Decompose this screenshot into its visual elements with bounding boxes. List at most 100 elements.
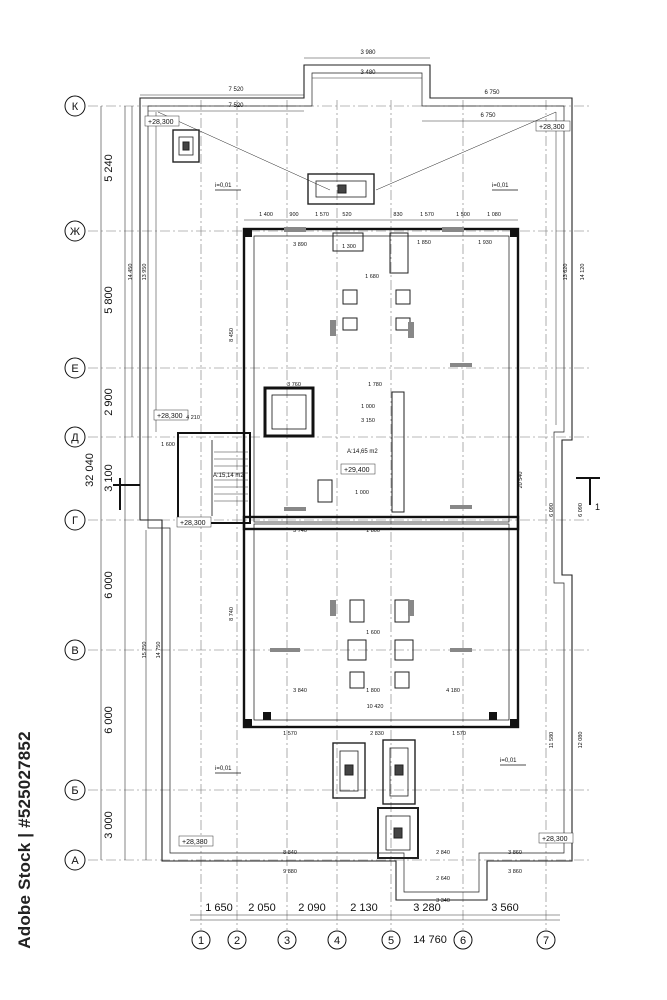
stock-id-text: Adobe Stock | #525027852 bbox=[15, 731, 34, 949]
side-dimension: 11 580 bbox=[549, 732, 555, 748]
slope-label: i=0,01 bbox=[215, 766, 232, 772]
section-cut-marks bbox=[113, 477, 600, 510]
drain-bottom-chimney bbox=[377, 807, 419, 859]
column-axis-label: 2 bbox=[234, 935, 240, 947]
outer-parapet bbox=[139, 64, 573, 901]
elevation-box bbox=[535, 120, 571, 132]
side-dimension: 6 090 bbox=[578, 503, 584, 517]
top-dimension: 3 980 bbox=[360, 50, 376, 56]
row-axis-bubble bbox=[64, 426, 86, 448]
column-dimension: 2 130 bbox=[350, 902, 378, 914]
inner-dimension: 1 930 bbox=[478, 240, 492, 246]
drain-top-center bbox=[307, 173, 375, 205]
row-axis-label: В bbox=[71, 645, 78, 657]
column-axis-bubble bbox=[277, 930, 297, 950]
elevation-box bbox=[538, 832, 574, 844]
column-axis-label: 1 bbox=[198, 935, 204, 947]
inner-dimension: 3 860 bbox=[508, 850, 522, 856]
inner-dimension: 1 300 bbox=[342, 244, 356, 250]
top-dimension: 3 480 bbox=[360, 70, 376, 76]
elevation-label: +28,300 bbox=[148, 119, 174, 126]
slope-label: i=0,01 bbox=[492, 183, 509, 189]
inner-dimension: 3 890 bbox=[293, 242, 307, 248]
inner-dimension: 1 400 bbox=[259, 212, 273, 218]
column-axis-bubble bbox=[327, 930, 347, 950]
row-dimension: 5 800 bbox=[103, 286, 115, 314]
side-dimension: 8 450 bbox=[229, 328, 235, 342]
row-axis-bubble bbox=[64, 95, 86, 117]
inner-dimension: 1 570 bbox=[452, 731, 466, 737]
side-dimension: 14 120 bbox=[580, 264, 586, 281]
inner-dimension: 8 840 bbox=[283, 850, 297, 856]
section-label: 1 bbox=[595, 502, 600, 512]
elevation-box bbox=[144, 115, 180, 127]
inner-dimension: 4 180 bbox=[446, 688, 460, 694]
row-axis-label: К bbox=[72, 101, 79, 113]
column-axis-label: 7 bbox=[543, 935, 549, 947]
row-dimension: 6 000 bbox=[103, 571, 115, 599]
inner-dimension: 1 000 bbox=[361, 404, 375, 410]
inner-dimension: 1 570 bbox=[315, 212, 329, 218]
row-axis-bubble bbox=[64, 220, 86, 242]
side-dimension: 8 740 bbox=[229, 607, 235, 621]
top-dimension: 6 750 bbox=[480, 113, 496, 119]
row-axis-label: Д bbox=[71, 432, 79, 444]
column-axis-label: 6 bbox=[460, 935, 466, 947]
total-horizontal-dimension: 14 760 bbox=[413, 934, 447, 946]
upper-block bbox=[242, 227, 520, 531]
elevation-label: +28,300 bbox=[157, 413, 183, 420]
roof-ridge-left bbox=[157, 111, 331, 191]
elevation-label: +29,400 bbox=[344, 467, 370, 474]
elevation-label: +28,300 bbox=[180, 520, 206, 527]
column-dimension: 2 090 bbox=[298, 902, 326, 914]
row-dimension: 2 900 bbox=[103, 388, 115, 416]
column-axis-bubble bbox=[536, 930, 556, 950]
inner-dimension: 2 640 bbox=[436, 876, 450, 882]
slope-label: i=0,01 bbox=[500, 758, 517, 764]
elevation-label: +28,300 bbox=[539, 124, 565, 131]
row-dimension: 6 000 bbox=[103, 706, 115, 734]
inner-dimension: 1 680 bbox=[365, 274, 379, 280]
column-axis-bubble bbox=[191, 930, 211, 950]
row-axis-label: Ж bbox=[70, 226, 80, 238]
roof-drains bbox=[172, 129, 419, 859]
elevation-label: +28,300 bbox=[542, 836, 568, 843]
column-axis-bubble bbox=[453, 930, 473, 950]
elevation-box bbox=[178, 835, 214, 847]
row-axis-bubble bbox=[64, 849, 86, 871]
area-labels: A:14,65 m2A:15,14 m2 bbox=[213, 449, 378, 479]
column-dimension: 3 280 bbox=[413, 902, 441, 914]
roof-outline bbox=[139, 64, 573, 901]
row-axis-label: А bbox=[71, 855, 79, 867]
area-label: A:15,14 m2 bbox=[213, 473, 244, 479]
inner-dimension: 1 850 bbox=[417, 240, 431, 246]
side-dimension: 20 540 bbox=[518, 472, 524, 489]
row-axis-label: Г bbox=[72, 515, 78, 527]
window-markers bbox=[270, 227, 472, 652]
row-axis-bubble bbox=[64, 509, 86, 531]
row-axis-bubble bbox=[64, 357, 86, 379]
drain-bottom-right bbox=[382, 739, 416, 805]
row-axis-bubble bbox=[64, 779, 86, 801]
top-dimension: 7 520 bbox=[228, 87, 244, 93]
row-axis-label: Б bbox=[71, 785, 78, 797]
elevator-shaft bbox=[263, 386, 315, 438]
column-axis-bubble bbox=[227, 930, 247, 950]
inner-dimension: 2 840 bbox=[436, 850, 450, 856]
dimension-lines bbox=[100, 57, 572, 921]
elevation-box bbox=[176, 516, 212, 528]
side-dimension: 13 620 bbox=[563, 264, 569, 281]
top-dimension: 7 520 bbox=[228, 103, 244, 109]
inner-dimension: 900 bbox=[289, 212, 298, 218]
inner-dimension: 1 780 bbox=[368, 382, 382, 388]
side-dimension: 6 090 bbox=[549, 503, 555, 517]
roof-ridge-right bbox=[375, 111, 557, 191]
inner-dimension: 1 570 bbox=[420, 212, 434, 218]
drain-bottom-left bbox=[332, 742, 366, 799]
side-dimension: 14 750 bbox=[156, 642, 162, 659]
drain-top-left bbox=[172, 129, 200, 163]
